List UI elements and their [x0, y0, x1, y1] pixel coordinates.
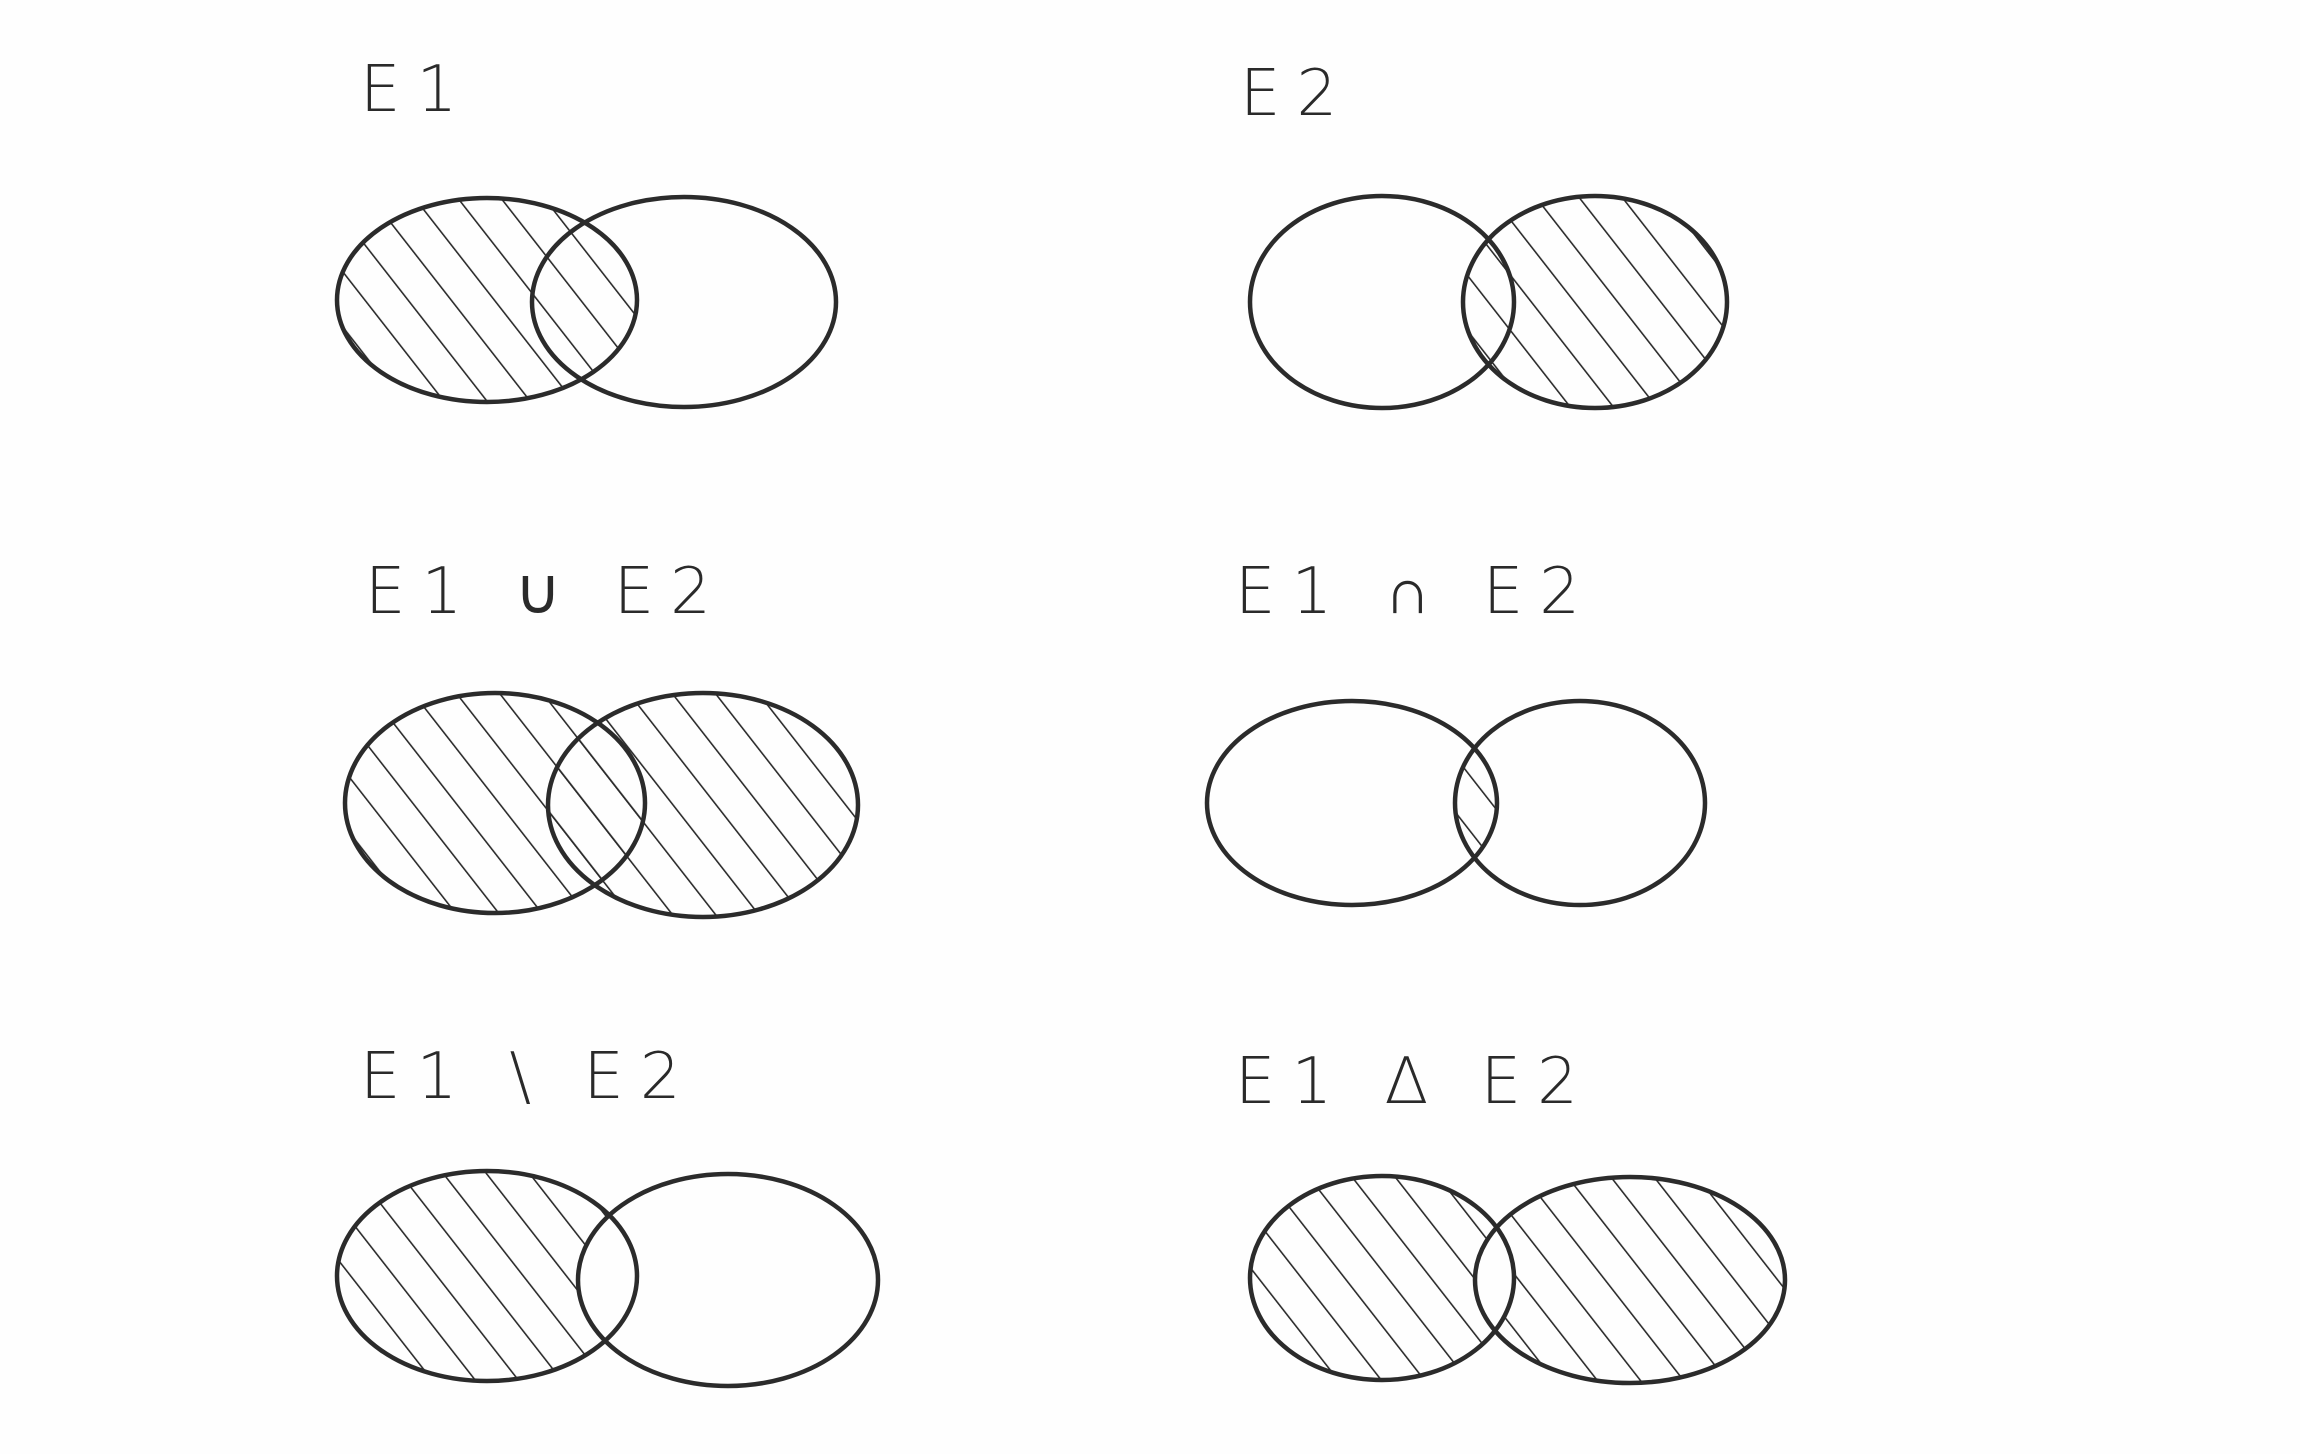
- set-e1-outline: [1247, 193, 1517, 411]
- label-e2: E2: [1240, 57, 1354, 131]
- set-e1-outline: [1204, 698, 1500, 908]
- venn-e1: [334, 194, 839, 410]
- set-e1-outline: [342, 690, 648, 916]
- label-union: E1 ∪ E2: [365, 555, 727, 629]
- venn-union: [342, 690, 861, 920]
- set-e2-outline: [1460, 193, 1730, 411]
- shaded-region: [1463, 196, 1727, 408]
- venn-difference: [334, 1168, 881, 1389]
- venn-e2: [1247, 193, 1730, 411]
- shaded-region: [337, 1171, 637, 1381]
- set-e2-outline: [545, 690, 861, 920]
- venn-intersection: [1204, 698, 1708, 908]
- label-intersection: E1 ∩ E2: [1235, 555, 1596, 629]
- label-e1: E1: [360, 53, 474, 127]
- shaded-region: [337, 198, 637, 402]
- set-e2-outline: [529, 194, 839, 410]
- set-e2-outline: [575, 1171, 881, 1389]
- venn-symdiff: [1247, 1173, 1788, 1386]
- set-e2-outline: [1472, 1174, 1788, 1386]
- set-e1-outline: [334, 195, 640, 405]
- set-e1-outline: [334, 1168, 640, 1384]
- set-e2-outline: [1452, 698, 1708, 908]
- set-e1-outline: [1247, 1173, 1517, 1383]
- label-symdiff: E1 Δ E2: [1235, 1045, 1594, 1119]
- shaded-region: [1250, 1176, 1514, 1380]
- label-difference: E1 \ E2: [360, 1040, 697, 1114]
- shaded-region: [1475, 1177, 1785, 1383]
